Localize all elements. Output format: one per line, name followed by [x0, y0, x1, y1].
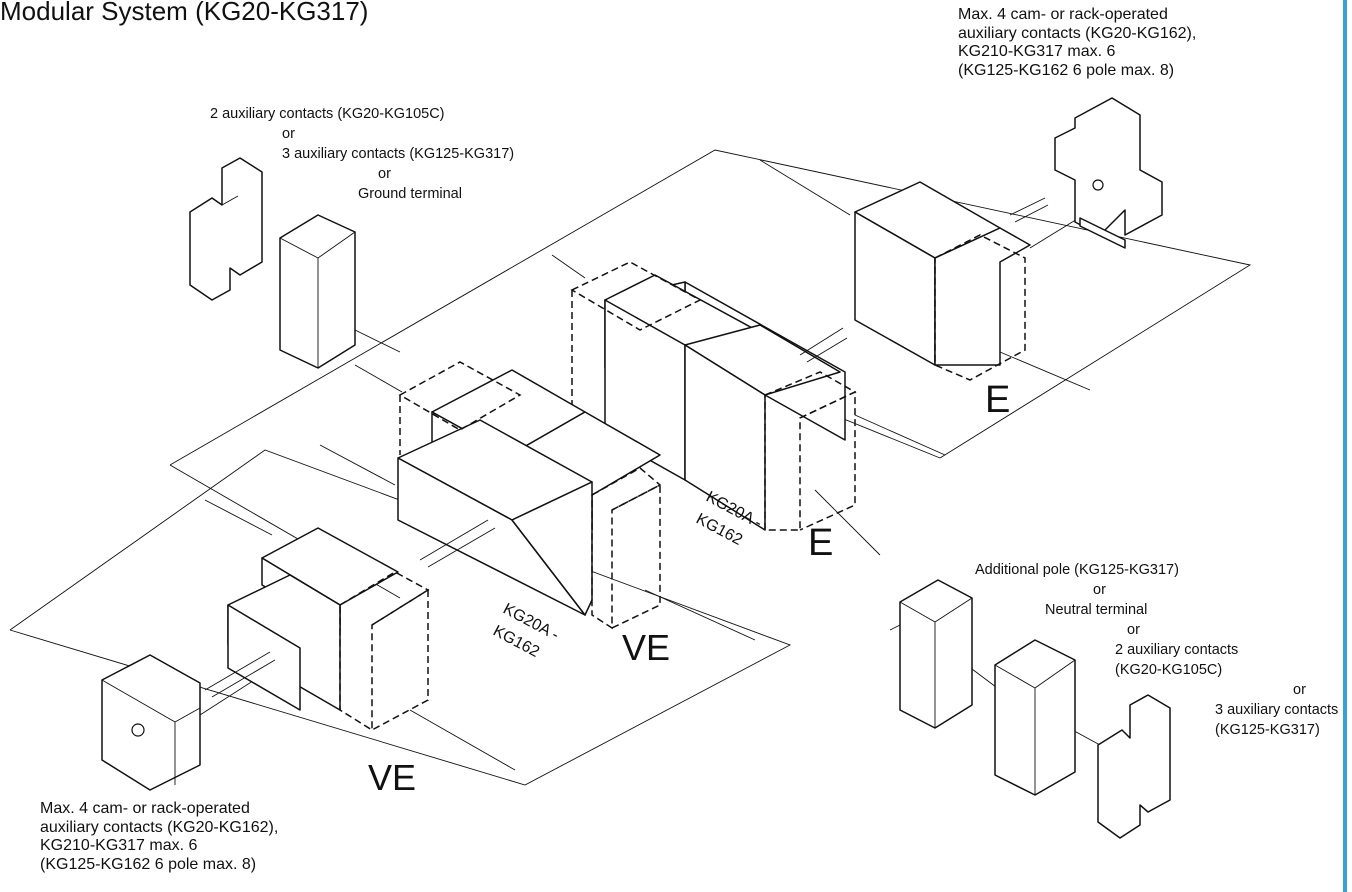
lower-switch-stack	[204, 527, 430, 732]
label-line: Additional pole (KG125-KG317)	[975, 562, 1179, 578]
label-line: KG210-KG317 max. 6	[40, 837, 198, 854]
label-line: (KG20-KG105C)	[1115, 662, 1223, 678]
module-tag-ve-bottom: VE	[368, 757, 416, 798]
neutral-terminal-block	[994, 639, 1076, 796]
right-auxiliary-block	[1097, 694, 1171, 839]
label-line: Ground terminal	[358, 186, 462, 202]
left-auxiliary-block-a	[189, 157, 263, 301]
label-line: (KG125-KG162 6 pole max. 8)	[40, 855, 257, 873]
label-line: Max. 4 cam- or rack-operated	[40, 800, 250, 817]
label-line: 2 auxiliary contacts	[1115, 642, 1239, 658]
label-bottom-left: Max. 4 cam- or rack-operated auxiliary c…	[40, 800, 278, 874]
label-line: Max. 4 cam- or rack-operated	[958, 6, 1168, 23]
page-edge-rule	[1343, 0, 1347, 892]
label-top-right: Max. 4 cam- or rack-operated auxiliary c…	[958, 6, 1196, 80]
module-tag-e-top: E	[985, 379, 1010, 421]
diagram-title: Modular System (KG20-KG317)	[0, 0, 369, 26]
cross-auxiliary-module	[1054, 97, 1163, 249]
label-line: Neutral terminal	[1045, 602, 1148, 618]
left-auxiliary-block-b	[279, 214, 356, 369]
right-switch-unit	[854, 181, 1049, 381]
label-line: auxiliary contacts (KG20-KG162),	[40, 818, 279, 836]
module-tag-ve-mid: VE	[622, 627, 670, 668]
front-auxiliary-plate	[101, 654, 201, 791]
label-line: or	[378, 166, 391, 182]
label-top-left: 2 auxiliary contacts (KG20-KG105C) or 3 …	[210, 104, 600, 204]
label-line: or	[282, 126, 295, 142]
label-line: (KG125-KG162 6 pole max. 8)	[958, 61, 1175, 79]
label-line: 2 auxiliary contacts (KG20-KG105C)	[210, 106, 445, 122]
label-line: (KG125-KG317)	[1215, 722, 1320, 738]
label-line: or	[1093, 582, 1106, 598]
label-line: or	[1127, 622, 1140, 638]
label-right-mid: Additional pole (KG125-KG317) or Neutral…	[975, 560, 1338, 740]
label-line: auxiliary contacts (KG20-KG162),	[958, 24, 1197, 42]
label-line: 3 auxiliary contacts	[1215, 702, 1339, 718]
module-tag-e-mid: E	[808, 522, 833, 564]
label-line: or	[1293, 682, 1306, 698]
upper-switch-stack	[570, 261, 857, 531]
additional-pole-block	[899, 579, 973, 729]
label-line: 3 auxiliary contacts (KG125-KG317)	[282, 146, 515, 162]
middle-switch-stack	[397, 361, 662, 630]
label-line: KG210-KG317 max. 6	[958, 43, 1116, 60]
